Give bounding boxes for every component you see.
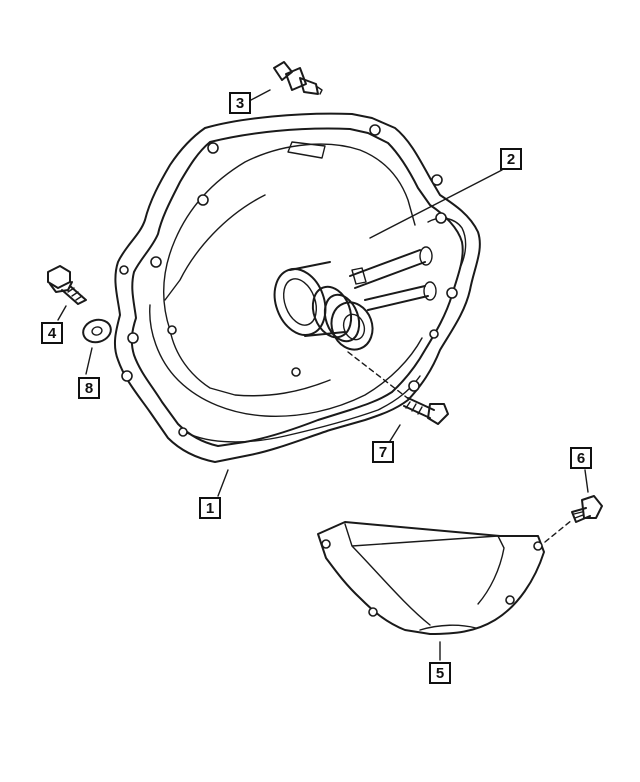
callout-3: 3 — [229, 92, 251, 114]
callout-1: 1 — [199, 497, 221, 519]
slave-cylinder — [273, 246, 437, 351]
callout-6: 6 — [570, 447, 592, 469]
callout-4: 4 — [41, 322, 63, 344]
clutch-housing — [113, 112, 481, 463]
callout-5: 5 — [429, 662, 451, 684]
bolt-4 — [47, 265, 87, 305]
dust-cover — [317, 521, 545, 635]
washer-8 — [82, 318, 112, 344]
leader-lines — [57, 89, 589, 661]
callout-7: 7 — [372, 441, 394, 463]
callout-8: 8 — [78, 377, 100, 399]
bleeder-fitting — [273, 61, 323, 95]
bolt-7 — [403, 397, 449, 425]
callout-2: 2 — [500, 148, 522, 170]
bolt-6 — [571, 495, 603, 523]
